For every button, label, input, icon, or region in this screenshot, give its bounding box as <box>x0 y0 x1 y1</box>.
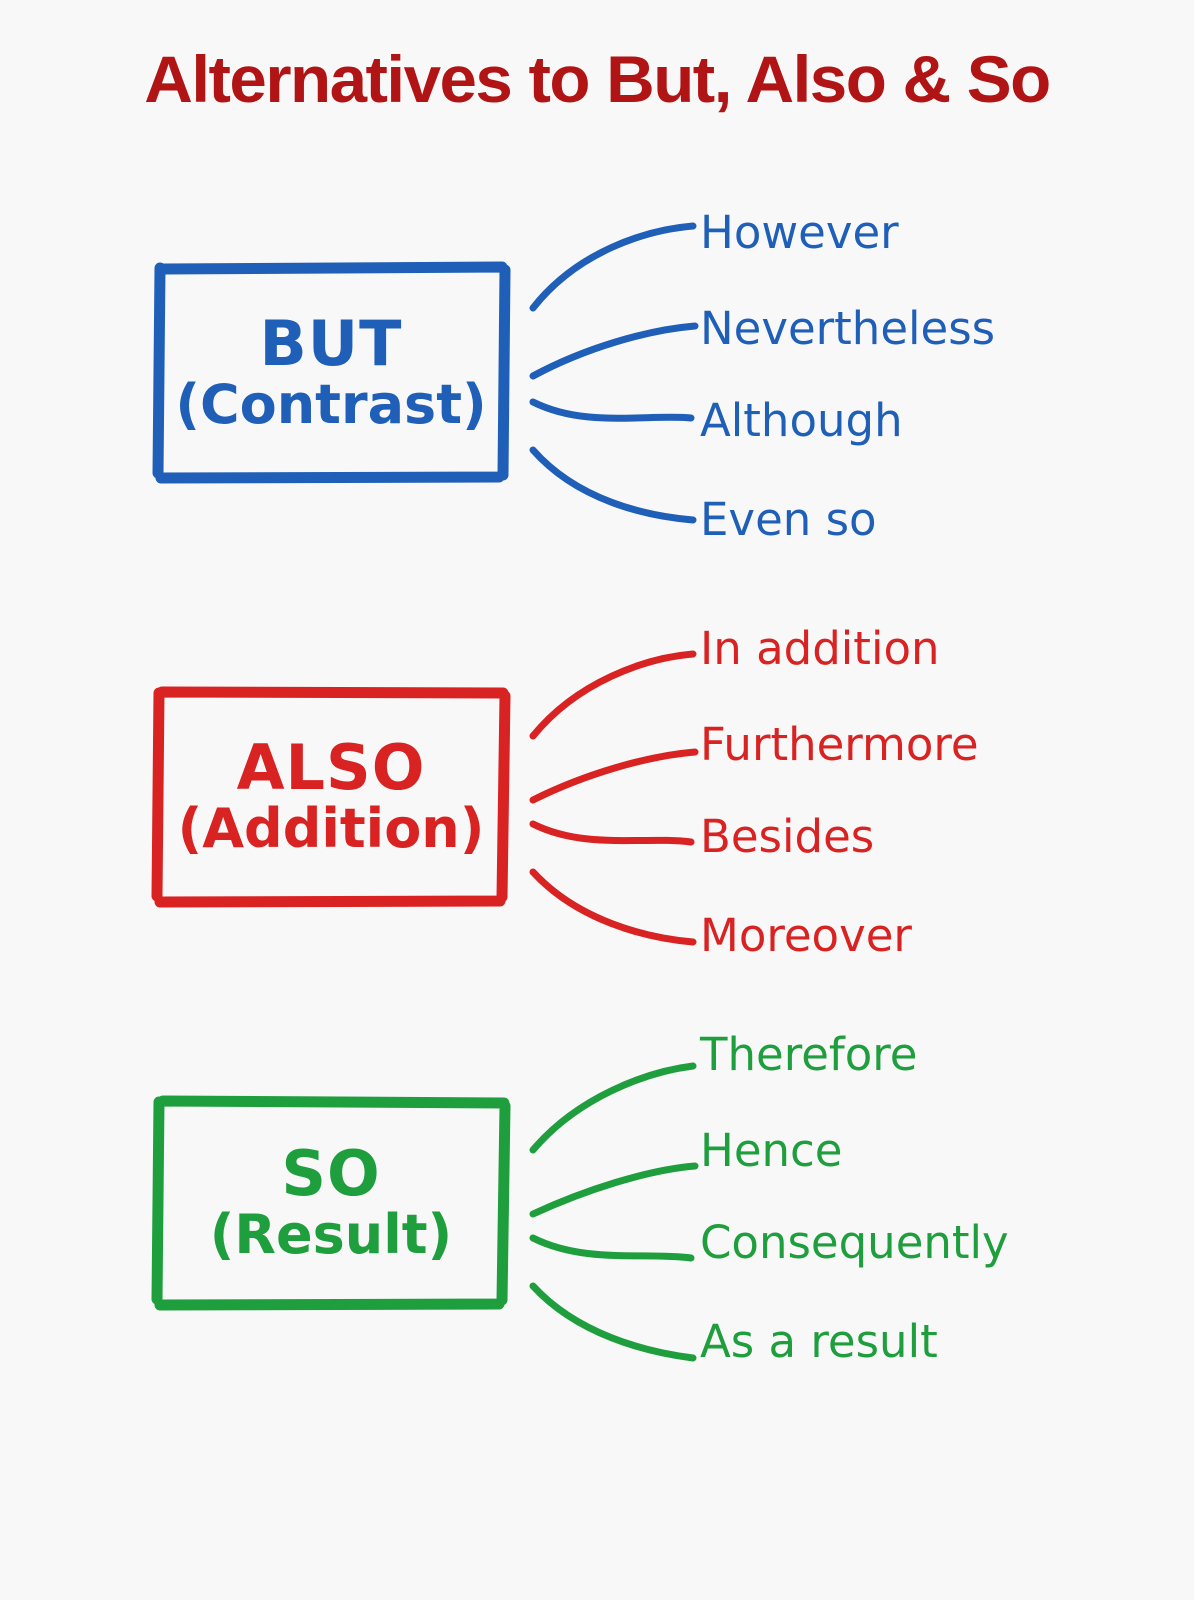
page-title: Alternatives to But, Also & So <box>144 42 1051 116</box>
alternative-item[interactable]: In addition <box>700 622 940 675</box>
alternative-item[interactable]: Moreover <box>700 909 912 962</box>
group-so: SO (Result) Therefore Hence Consequently… <box>0 1002 1194 1382</box>
connector-fan-so <box>505 1002 715 1382</box>
group-also: ALSO (Addition) In addition Furthermore … <box>0 596 1194 966</box>
category-main-label-so: SO <box>281 1136 381 1210</box>
alternative-item[interactable]: However <box>700 206 899 259</box>
category-sub-label-so: (Result) <box>209 1203 453 1267</box>
alternative-item[interactable]: Hence <box>700 1124 843 1177</box>
alternative-item[interactable]: As a result <box>700 1315 938 1368</box>
connector-fan-also <box>505 596 715 976</box>
category-box-also[interactable]: ALSO (Addition) <box>151 686 511 908</box>
category-main-label-also: ALSO <box>236 730 426 804</box>
connector-fan-but <box>505 180 715 560</box>
alternative-item[interactable]: Besides <box>700 810 875 863</box>
group-but: BUT (Contrast) However Nevertheless Alth… <box>0 180 1194 550</box>
alternative-item[interactable]: Consequently <box>700 1216 1009 1269</box>
category-box-so[interactable]: SO (Result) <box>151 1095 511 1311</box>
category-main-label-but: BUT <box>259 306 403 380</box>
alternative-item[interactable]: Furthermore <box>700 718 979 771</box>
alternative-item[interactable]: Therefore <box>700 1028 918 1081</box>
category-sub-label-but: (Contrast) <box>175 373 487 437</box>
category-box-but[interactable]: BUT (Contrast) <box>152 261 511 484</box>
alternative-item[interactable]: Nevertheless <box>700 302 996 355</box>
alternative-item[interactable]: Even so <box>700 493 877 546</box>
category-sub-label-also: (Addition) <box>177 797 485 861</box>
alternative-item[interactable]: Although <box>700 394 903 447</box>
